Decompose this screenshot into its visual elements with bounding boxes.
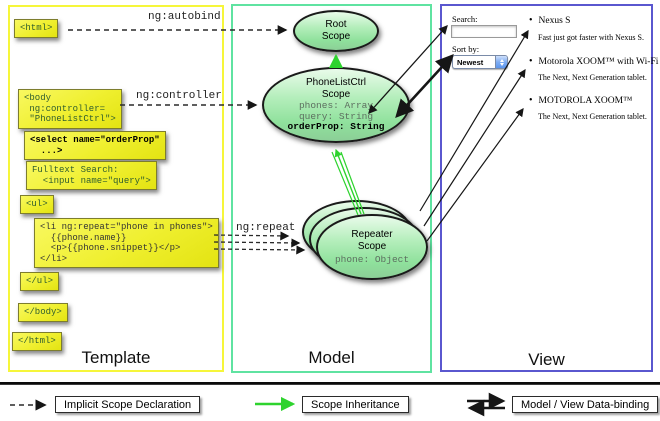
legend-separator-line	[0, 382, 660, 385]
root-scope-ellipse: Root Scope	[293, 10, 379, 52]
phone-item-title-text: Motorola XOOM™ with Wi-Fi	[538, 57, 659, 67]
ng-controller-label: ng:controller	[136, 90, 222, 102]
dropdown-stepper-icon	[495, 56, 507, 68]
repeater-scope-title: Repeater Scope	[351, 228, 393, 252]
legend-implicit-scope-declaration: Implicit Scope Declaration	[55, 396, 201, 413]
legend-double-arrow-icon	[467, 392, 506, 417]
view-column-label: View	[528, 350, 565, 369]
body-open-tag-box: <body ng:controller= "PhoneListCtrl">	[18, 89, 122, 129]
li-ng-repeat-box: <li ng:repeat="phone in phones"> {{phone…	[34, 218, 219, 268]
phone-item-title: • Motorola XOOM™ with Wi-Fi	[529, 56, 658, 67]
orderprop-property: orderProp: String	[287, 121, 385, 133]
phone-item-title: • Nexus S	[529, 15, 570, 26]
template-column-label: Template	[81, 348, 151, 367]
phone-item-desc: Fast just got faster with Nexus S.	[538, 33, 644, 42]
bullet-icon: •	[529, 56, 533, 67]
repeater-scope-ellipse-front: Repeater Scope phone: Object	[316, 214, 428, 280]
search-label: Search:	[452, 14, 478, 24]
root-scope-title: Root Scope	[321, 19, 351, 42]
phonelistctrl-scope-title: PhoneListCtrl Scope	[305, 77, 367, 101]
sort-dropdown-value: Newest	[457, 57, 484, 67]
phone-item-title-text: Nexus S	[538, 16, 571, 26]
phonelistctrl-scope-ellipse: PhoneListCtrl Scope phones: Array query:…	[262, 67, 410, 143]
legend-model-view-data-binding: Model / View Data-binding	[512, 396, 659, 413]
ng-repeat-label: ng:repeat	[236, 222, 296, 234]
phone-property: phone: Object	[334, 253, 410, 265]
phone-item-title: • MOTOROLA XOOM™	[529, 95, 632, 106]
select-orderprop-box: <select name="orderProp" ...>	[24, 131, 166, 160]
fulltext-search-box: Fulltext Search: <input name="query">	[26, 161, 157, 190]
phone-item-desc: The Next, Next Generation tablet.	[538, 73, 647, 82]
phones-property: phones: Array	[298, 100, 374, 112]
ul-open-tag-box: <ul>	[20, 195, 54, 214]
bullet-icon: •	[529, 95, 533, 106]
legend-scope-inheritance: Scope Inheritance	[302, 396, 409, 413]
search-input[interactable]	[451, 25, 517, 38]
phone-item-title-text: MOTOROLA XOOM™	[538, 96, 633, 106]
sort-dropdown[interactable]: Newest	[452, 55, 508, 69]
html-open-tag-box: <html>	[14, 19, 59, 38]
bullet-icon: •	[529, 15, 533, 26]
ul-close-tag-box: </ul>	[20, 272, 60, 291]
ng-autobind-label: ng:autobind	[148, 11, 221, 23]
sort-by-label: Sort by:	[452, 44, 480, 54]
model-column-label: Model	[308, 348, 355, 367]
query-property: query: String	[298, 110, 374, 122]
html-close-tag-box: </html>	[12, 332, 62, 351]
model-panel	[231, 4, 432, 373]
phone-item-desc: The Next, Next Generation tablet.	[538, 112, 647, 121]
body-close-tag-box: </body>	[18, 303, 68, 322]
